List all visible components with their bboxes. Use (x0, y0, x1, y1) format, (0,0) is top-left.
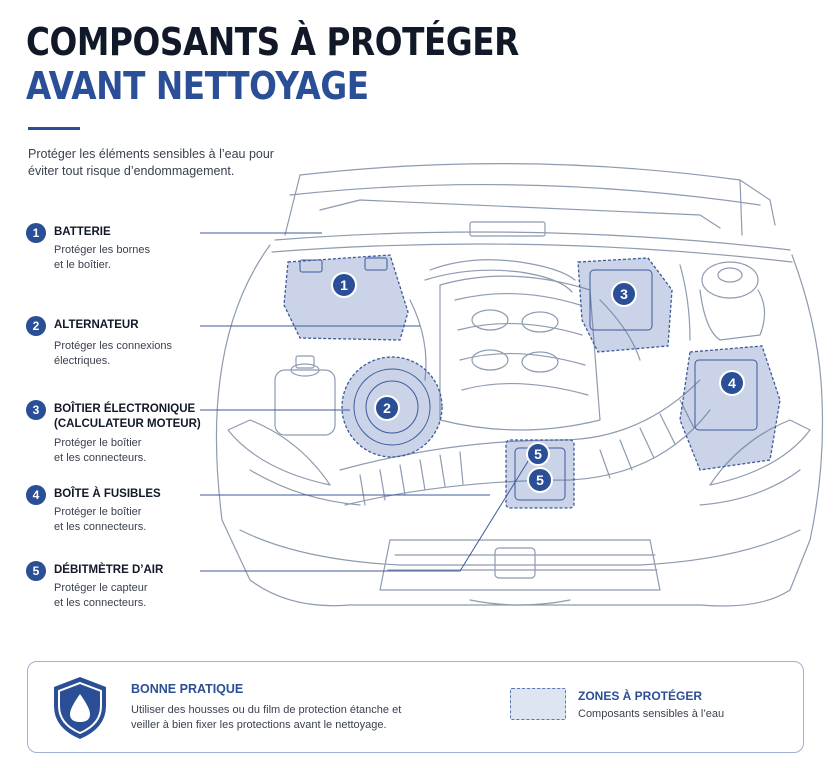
svg-text:3: 3 (620, 286, 628, 302)
zone-legend-text: Composants sensibles à l’eau (578, 708, 725, 720)
best-practice-title: BONNE PRATIQUE (131, 682, 244, 696)
marker-1: 1 (331, 272, 357, 298)
badge-5: 5 (26, 561, 46, 581)
badge-4: 4 (26, 485, 46, 505)
marker-2: 2 (374, 395, 400, 421)
best-practice-panel: BONNE PRATIQUE Utiliser des housses ou d… (27, 661, 804, 753)
marker-4: 4 (719, 370, 745, 396)
badge-3: 3 (26, 400, 46, 420)
title-line-1: COMPOSANTS À PROTÉGER (26, 20, 519, 64)
svg-text:1: 1 (340, 277, 348, 293)
legend-item-fuse-box: 4 BOÎTE À FUSIBLES Protéger le boîtier e… (26, 485, 206, 535)
legend-desc-line-1: Protéger les connexions (54, 340, 173, 352)
svg-text:4: 4 (728, 375, 736, 391)
title-line-2: AVANT NETTOYAGE (26, 64, 369, 108)
marker-3: 3 (611, 281, 637, 307)
svg-text:2: 2 (383, 400, 391, 416)
legend-desc-line-2: et le boîtier. (54, 259, 111, 271)
svg-text:5: 5 (536, 472, 544, 488)
marker-5b: 5 (527, 467, 553, 493)
legend-desc-line-1: Protéger le boîtier (54, 506, 142, 518)
leader-line-5 (200, 457, 531, 572)
legend-desc-line-1: Protéger le boîtier (54, 437, 142, 449)
engine-bay-illustration: 1 2 3 4 5 5 (200, 163, 824, 607)
legend-desc-line-2: et les connecteurs. (54, 521, 147, 533)
legend-title: DÉBITMÈTRE D’AIR (54, 564, 164, 576)
shield-water-drop-icon (54, 677, 106, 739)
legend-desc-line-2: électriques. (54, 355, 111, 367)
legend-item-battery: 1 BATTERIE Protéger les bornes et le boî… (26, 223, 206, 273)
zone-legend-title: ZONES À PROTÉGER (578, 689, 703, 703)
legend-item-alternator: 2 ALTERNATEUR Protéger les connexions él… (26, 316, 206, 367)
legend-desc-line-1: Protéger les bornes (54, 244, 150, 256)
legend-title: BOÎTIER ÉLECTRONIQUE (54, 403, 196, 415)
svg-text:5: 5 (534, 446, 542, 462)
title-underline (28, 127, 80, 130)
marker-5a: 5 (526, 442, 550, 466)
legend-desc-line-2: et les connecteurs. (54, 597, 147, 609)
legend-desc-line-2: et les connecteurs. (54, 452, 147, 464)
legend-title: BATTERIE (54, 226, 111, 238)
badge-2: 2 (26, 316, 46, 336)
legend-item-air-flow-meter: 5 DÉBITMÈTRE D’AIR Protéger le capteur e… (26, 561, 206, 611)
zone-legend-swatch (510, 688, 566, 720)
legend-item-ecu: 3 BOÎTIER ÉLECTRONIQUE (CALCULATEUR MOTE… (26, 400, 206, 470)
legend-title: BOÎTE À FUSIBLES (54, 488, 161, 500)
zone-fuse-box (679, 345, 781, 471)
badge-1: 1 (26, 223, 46, 243)
intro-text: Protéger les éléments sensibles à l’eau … (28, 147, 274, 178)
legend-title-line-2: (CALCULATEUR MOTEUR) (54, 418, 201, 430)
page-title: COMPOSANTS À PROTÉGER AVANT NETTOYAGE (26, 20, 519, 108)
legend-desc-line-1: Protéger le capteur (54, 582, 148, 594)
best-practice-text: Utiliser des housses ou du film de prote… (131, 704, 402, 731)
legend-title: ALTERNATEUR (54, 319, 139, 331)
